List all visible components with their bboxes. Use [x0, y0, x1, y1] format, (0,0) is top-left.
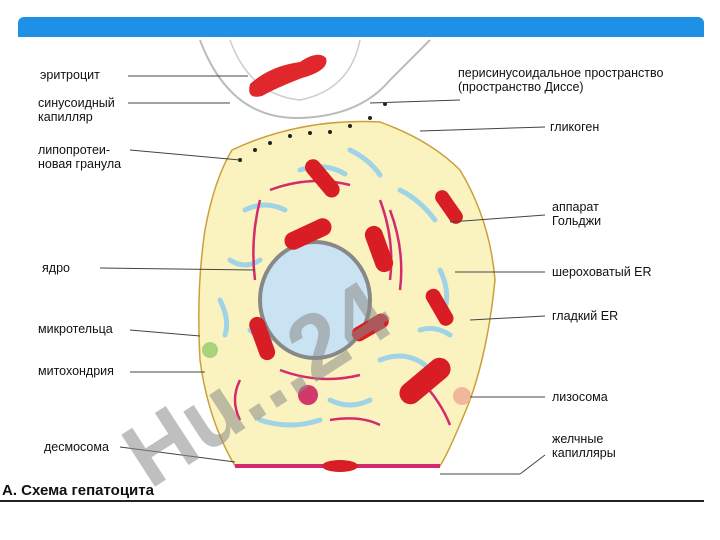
label-microbody: микротельца	[38, 322, 113, 336]
mitochondria-group	[249, 159, 463, 405]
label-disse: перисинусоидальное пространство (простра…	[458, 66, 664, 94]
label-golgi: аппарат Гольджи	[552, 200, 602, 228]
microbody-shape	[202, 342, 218, 358]
erythrocyte-shape	[249, 54, 327, 97]
label-nucleus: ядро	[42, 261, 70, 275]
label-smooth-er: гладкий ER	[552, 309, 619, 323]
sinusoid-wall	[199, 39, 431, 120]
figure-caption: А. Схема гепатоцита	[2, 482, 154, 499]
label-rough-er: шероховатый ER	[552, 265, 652, 279]
bile-capillary-lumen	[322, 460, 358, 472]
label-lipoprotein: липопротеи- новая гранула	[38, 143, 122, 171]
label-desmosome: десмосома	[44, 440, 109, 454]
label-bile: желчные капилляры	[552, 432, 616, 460]
label-mitochondria: митохондрия	[38, 364, 114, 378]
label-lysosome: лизосома	[552, 390, 608, 404]
lysosome-shape	[453, 387, 471, 405]
header-bar	[18, 17, 704, 37]
nucleus-shape	[258, 240, 372, 360]
label-glycogen: гликоген	[550, 120, 600, 134]
endothelium-line	[229, 39, 361, 101]
lysosome-small	[298, 385, 318, 405]
label-erythrocyte: эритроцит	[40, 68, 100, 82]
leader-lines	[99, 75, 546, 475]
label-sinusoid: синусоидный капилляр	[38, 96, 115, 124]
